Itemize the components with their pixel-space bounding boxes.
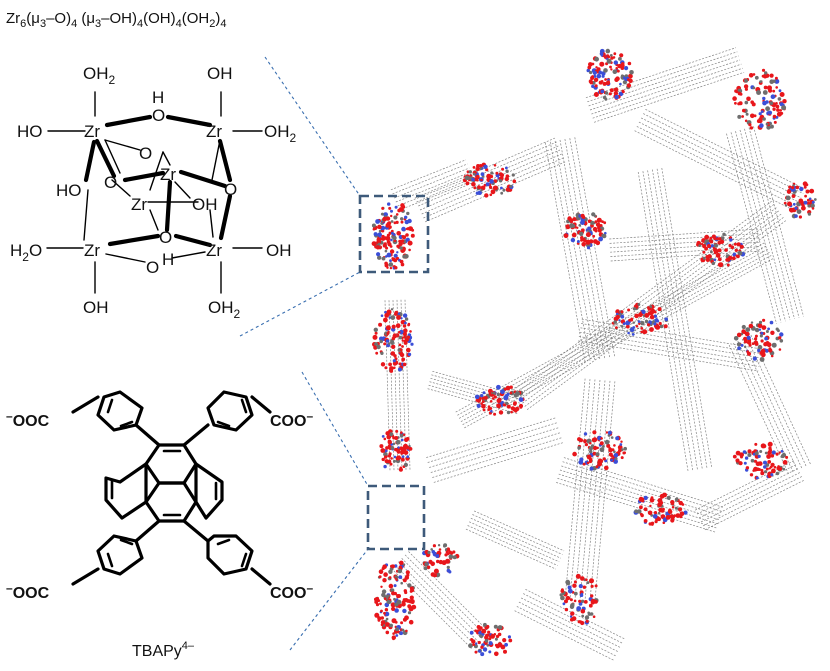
linker-name: TBAPy4– [132,640,195,660]
label-oh-bottom-left: OH [83,298,109,317]
tbapy-linker-structure: –OOC COO– –OOC COO– TBAPy4– [6,390,313,660]
label-o-inner: O [139,144,152,163]
phenyl-ring-top-left [96,390,144,432]
label-zr-1: Zr [84,122,100,141]
zr6-cluster-structure: OH2 OH H O HO Zr Zr OH2 O Zr O O HO Zr O… [10,64,297,321]
bold-bonds [83,114,233,248]
label-o-right: O [224,180,237,199]
pyrene-core [104,443,224,523]
label-h-top: H [152,88,164,107]
label-o-left: O [104,173,117,192]
label-carboxylate-bottom-right: COO– [270,581,313,602]
label-zr-4: Zr [131,195,147,214]
label-oh-right-lower: OH [266,241,292,260]
label-carboxylate-top-left: –OOC [6,409,50,430]
label-carboxylate-bottom-left: –OOC [6,581,50,602]
label-o-bottom: O [146,258,159,277]
label-oh-mid: OH [192,195,218,214]
label-zr-2: Zr [206,122,222,141]
phenyl-ring-bottom-left [96,534,144,576]
label-oh2-bottom-right: OH2 [208,298,241,321]
atom-labels: OH2 OH H O HO Zr Zr OH2 O Zr O O HO Zr O… [10,64,297,321]
phenyl-ring-bottom-right [206,534,254,576]
label-o-lower: O [159,228,172,247]
label-oh2-top-left: OH2 [83,64,116,87]
label-o-top: O [152,106,165,125]
label-zr-3: Zr [160,165,176,184]
label-oh2-right: OH2 [264,122,297,145]
label-zr-5: Zr [84,241,100,260]
label-ho-mid: HO [56,181,82,200]
label-oh-top-right: OH [207,64,233,83]
mof-framework-illustration [371,47,817,662]
label-ho-left: HO [17,122,43,141]
thin-bonds [46,91,263,294]
cluster-formula: Zr6(μ3–O)4 (μ3–OH)4(OH)4(OH2)4 [6,10,226,30]
label-zr-6: Zr [206,241,222,260]
highlight-box-linker [366,484,426,551]
highlight-box-node [358,194,430,274]
phenyl-ring-top-right [206,390,254,432]
label-h-bottom: H [162,250,174,269]
label-h2o-left: H2O [10,241,42,264]
label-carboxylate-top-right: COO– [270,409,313,430]
leader-lines [239,56,369,651]
